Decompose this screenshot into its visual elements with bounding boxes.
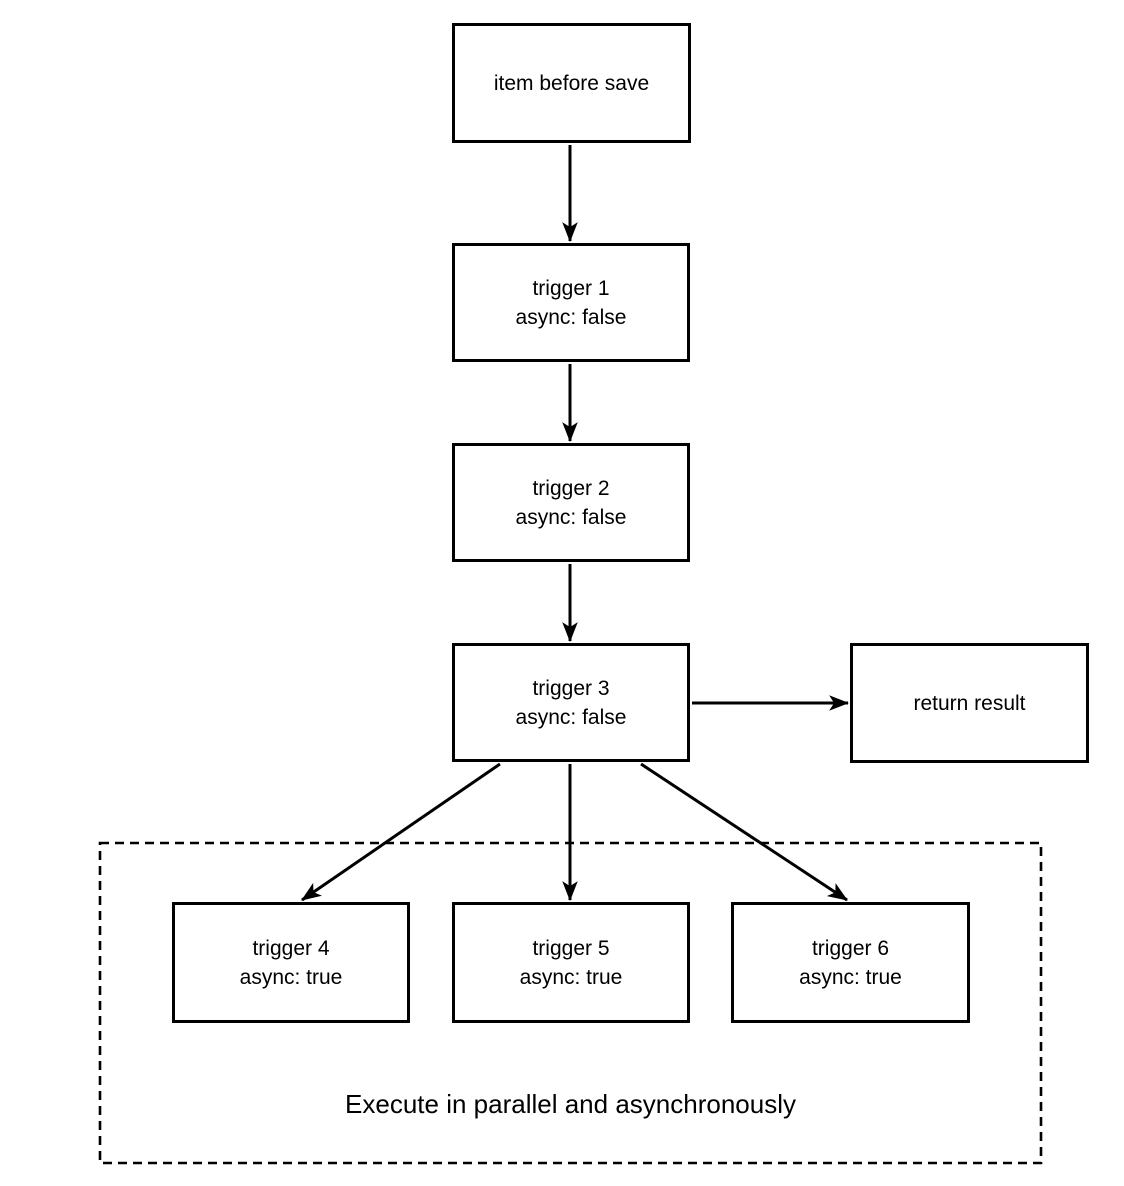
node-trigger-4: trigger 4 async: true <box>172 902 410 1023</box>
node-label: return result <box>913 691 1026 715</box>
node-trigger-6: trigger 6 async: true <box>731 902 970 1023</box>
node-return-result: return result <box>850 643 1089 763</box>
node-title: trigger 1 <box>532 276 610 300</box>
node-trigger-5: trigger 5 async: true <box>452 902 690 1023</box>
node-subtitle: async: true <box>799 965 902 989</box>
parallel-group-label: Execute in parallel and asynchronously <box>345 1089 796 1119</box>
node-subtitle: async: true <box>519 965 623 989</box>
arrow-trigger3-to-trigger4 <box>301 762 501 902</box>
node-title: trigger 3 <box>532 676 610 700</box>
node-trigger-1: trigger 1 async: false <box>452 243 690 362</box>
node-label: item before save <box>493 71 650 95</box>
arrow-trigger3-to-trigger6 <box>640 762 848 902</box>
node-subtitle: async: false <box>515 705 627 729</box>
node-subtitle: async: false <box>515 305 627 329</box>
node-trigger-2: trigger 2 async: false <box>452 443 690 562</box>
node-title: trigger 2 <box>532 476 610 500</box>
node-subtitle: async: false <box>515 505 627 529</box>
node-item-before-save: item before save <box>452 23 691 143</box>
node-title: trigger 4 <box>252 936 330 960</box>
node-title: trigger 6 <box>811 936 890 960</box>
node-trigger-3: trigger 3 async: false <box>452 643 690 762</box>
node-title: trigger 5 <box>532 936 610 960</box>
node-subtitle: async: true <box>239 965 343 989</box>
